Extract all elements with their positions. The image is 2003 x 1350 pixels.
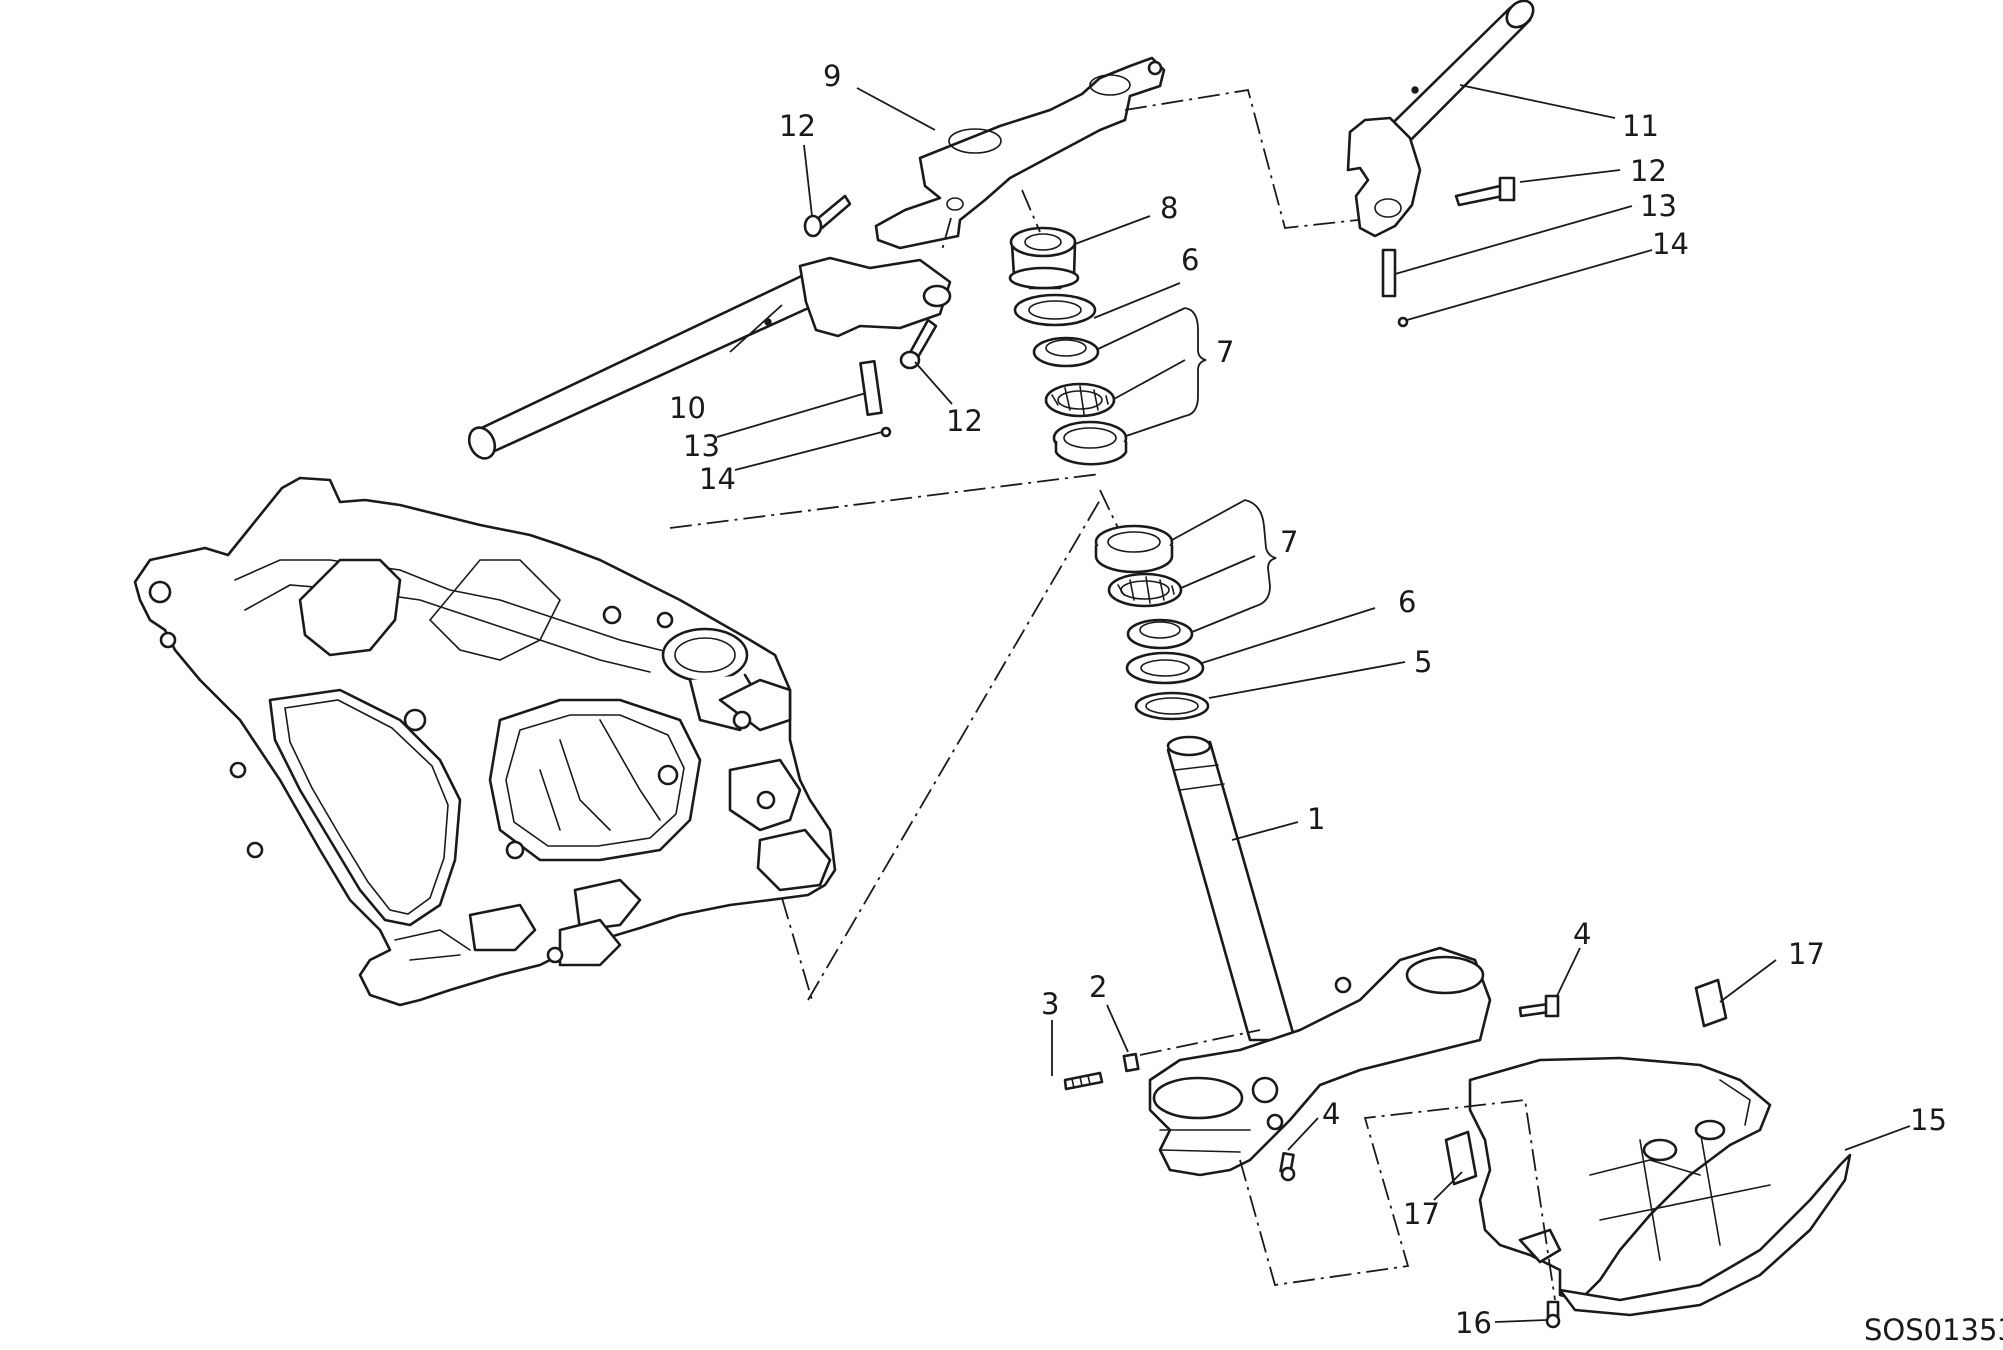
callout-part-12-left-top: 12 [779, 109, 816, 143]
callout-part-7-upper: 7 [1216, 335, 1234, 369]
callout-part-14-left: 14 [699, 462, 736, 496]
callout-part-14-right: 14 [1652, 227, 1689, 261]
lower-bearing-stack [1094, 524, 1210, 721]
callout-part-12-left-bottom: 12 [946, 404, 983, 438]
right-handlebar [1346, 0, 1535, 238]
callout-part-4-lower: 4 [1322, 1097, 1340, 1131]
steering-stem-and-lower-clamp [1148, 735, 1492, 1177]
frame-drawing [133, 476, 837, 1007]
callout-part-13-right: 13 [1640, 189, 1677, 223]
group-braces [1184, 307, 1277, 607]
fasteners [803, 176, 1561, 1329]
upper-bearing-stack [1008, 226, 1128, 466]
callout-part-1: 1 [1307, 802, 1325, 836]
assembly-lines [669, 88, 1556, 1301]
callout-part-4-upper: 4 [1573, 917, 1591, 951]
callout-part-17-lower: 17 [1403, 1197, 1440, 1231]
callout-part-5: 5 [1414, 645, 1432, 679]
callout-part-11: 11 [1622, 109, 1659, 143]
callout-labels: 1 2 3 4 4 5 6 6 7 7 8 9 10 11 12 12 12 1… [669, 59, 1947, 1340]
callout-part-13-left: 13 [683, 429, 720, 463]
callout-part-17-upper: 17 [1788, 937, 1825, 971]
leader-lines [716, 84, 1911, 1323]
upper-triple-clamp [874, 56, 1166, 250]
callout-part-7-lower: 7 [1280, 525, 1298, 559]
callout-part-16: 16 [1455, 1306, 1492, 1340]
reflector-pads [1444, 978, 1728, 1186]
callout-part-6-lower: 6 [1398, 585, 1416, 619]
fork-guard [1468, 1056, 1852, 1317]
callout-part-15: 15 [1910, 1103, 1947, 1137]
callout-part-6-upper: 6 [1181, 243, 1199, 277]
callout-part-9: 9 [823, 59, 841, 93]
callout-part-10: 10 [669, 391, 706, 425]
callout-part-3: 3 [1041, 987, 1059, 1021]
callout-part-2: 2 [1089, 970, 1107, 1004]
left-handlebar [467, 256, 952, 460]
callout-part-12-right: 12 [1630, 154, 1667, 188]
drawing-reference-code: SOS01353 [1864, 1313, 2003, 1347]
callout-part-8: 8 [1160, 191, 1178, 225]
